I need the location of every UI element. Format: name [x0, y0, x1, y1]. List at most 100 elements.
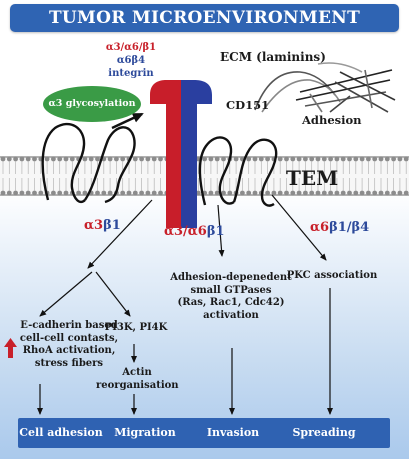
page-title: TUMOR MICROENVIRONMENT — [48, 8, 361, 28]
lipid-head — [107, 156, 113, 162]
integrin-subunits-label: α3/α6/β1 — [105, 42, 157, 53]
lipid-head — [391, 190, 396, 196]
cd151-label: CD151 — [226, 98, 270, 112]
lipid-head — [334, 156, 340, 162]
lipid-head — [95, 190, 100, 196]
adhesion-label: Adhesion — [302, 113, 362, 127]
lipid-head — [246, 190, 252, 196]
up-arrow-icon — [4, 338, 17, 358]
lipid-head — [101, 190, 107, 196]
integrin-receptor — [150, 80, 212, 228]
lipid-head — [227, 190, 233, 196]
lipid-head — [328, 156, 333, 162]
actin-text: Actin reorganisation — [96, 367, 179, 391]
lipid-head — [277, 156, 283, 162]
lipid-head — [32, 156, 37, 162]
lipid-head — [347, 190, 352, 196]
lipid-head — [315, 190, 321, 196]
lipid-head — [132, 156, 138, 162]
pkc-text: PKC association — [286, 270, 378, 281]
outcome-cell-adhesion: Cell adhesion — [19, 426, 103, 439]
lipid-head — [366, 190, 371, 196]
lipid-head — [120, 156, 126, 162]
lipid-head — [284, 190, 289, 196]
lipid-head — [353, 156, 359, 162]
lipid-head — [25, 190, 31, 196]
lipid-head — [403, 156, 409, 162]
pathway-a3a6b1-label: α3/α6β1 — [164, 224, 225, 239]
ecm-fibers — [254, 62, 396, 113]
pathway-a6b1b4-label: α6β1/β4 — [310, 220, 370, 235]
lipid-head — [88, 156, 94, 162]
lipid-head — [145, 190, 151, 196]
pathway-a3b1-label: α3β1 — [84, 218, 121, 233]
lipid-head — [63, 156, 69, 162]
lipid-head — [328, 190, 333, 196]
lipid-head — [378, 190, 384, 196]
lipid-head — [403, 190, 409, 196]
lipid-head — [366, 156, 371, 162]
lipid-head — [290, 156, 296, 162]
outcome-invasion: Invasion — [206, 426, 260, 439]
lipid-head — [139, 190, 145, 196]
lipid-head — [158, 190, 163, 196]
lipid-head — [284, 156, 289, 162]
lipid-head — [221, 190, 226, 196]
lipid-head — [57, 156, 63, 162]
lipid-head — [372, 156, 378, 162]
lipid-head — [19, 190, 25, 196]
lipid-head — [334, 190, 340, 196]
lipid-head — [271, 190, 277, 196]
lipid-head — [378, 156, 384, 162]
lipid-head — [391, 156, 396, 162]
lipid-head — [321, 190, 327, 196]
lipid-head — [63, 190, 69, 196]
lipid-head — [32, 190, 37, 196]
lipid-head — [347, 156, 352, 162]
lipid-head — [195, 190, 201, 196]
integrin-a6b4-label: α6β4 — [116, 55, 146, 66]
lipid-head — [82, 156, 88, 162]
lipid-head — [296, 190, 302, 196]
lipid-head — [25, 156, 31, 162]
lipid-head — [51, 156, 56, 162]
lipid-head — [397, 156, 403, 162]
lipid-head — [107, 190, 113, 196]
lipid-head — [13, 190, 18, 196]
lipid-head — [221, 156, 226, 162]
lipid-head — [296, 156, 302, 162]
lipid-head — [384, 156, 390, 162]
lipid-head — [51, 190, 56, 196]
tem-label: TEM — [286, 166, 339, 190]
lipid-head — [303, 190, 308, 196]
title-banner: TUMOR MICROENVIRONMENT — [10, 4, 399, 32]
lipid-head — [57, 190, 63, 196]
lipid-head — [151, 190, 157, 196]
lipid-head — [372, 190, 378, 196]
lipid-head — [246, 156, 252, 162]
lipid-head — [208, 190, 214, 196]
lipid-head — [340, 190, 346, 196]
integrin-word-label: integrin — [108, 68, 154, 79]
lipid-head — [6, 156, 12, 162]
glycosylation-label: α3 glycosylation — [48, 98, 136, 109]
lipid-head — [0, 156, 6, 162]
lipid-head — [240, 190, 245, 196]
lipid-head — [265, 156, 270, 162]
lipid-head — [252, 190, 258, 196]
outcome-migration: Migration — [114, 426, 176, 439]
lipid-head — [145, 156, 151, 162]
ecm-label: ECM (laminins) — [220, 50, 326, 64]
lipid-head — [44, 156, 50, 162]
outcome-spreading: Spreading — [292, 426, 356, 439]
lipid-head — [309, 156, 315, 162]
lipid-head — [69, 156, 75, 162]
lipid-head — [290, 190, 296, 196]
lipid-head — [265, 190, 270, 196]
cd151-tetraspanin-right — [198, 136, 278, 207]
lipid-head — [397, 190, 403, 196]
lipid-head — [233, 156, 239, 162]
lipid-head — [359, 156, 365, 162]
